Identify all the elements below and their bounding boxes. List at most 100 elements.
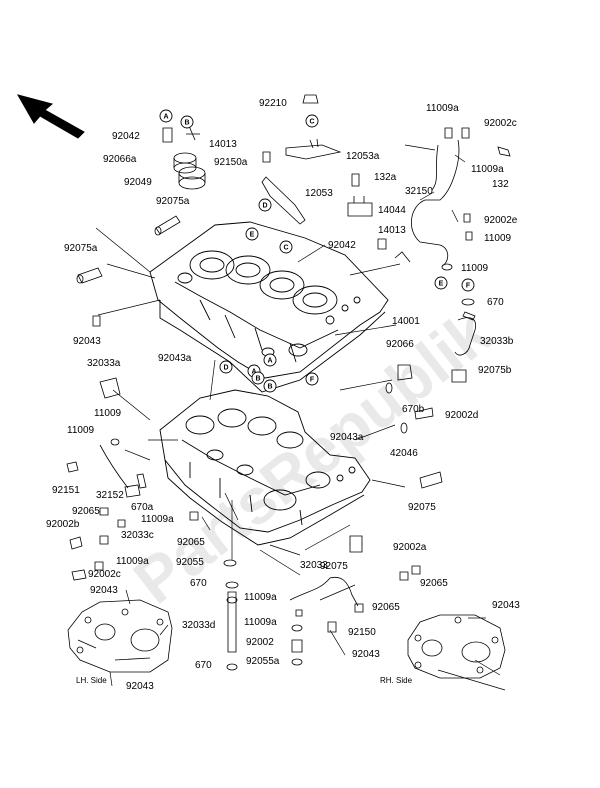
part-number-label: 11009 <box>94 408 122 419</box>
callout-b-marker: B <box>263 379 277 393</box>
part-number-label: 92043 <box>492 600 520 611</box>
svg-text:C: C <box>309 119 314 126</box>
svg-text:B: B <box>255 376 260 383</box>
part-number-label: 14013 <box>209 139 237 150</box>
callout-e-marker: E <box>245 227 259 241</box>
part-number-label: 92043a <box>330 432 364 443</box>
callout-a-marker: A <box>159 109 173 123</box>
part-number-label: 92043 <box>352 649 380 660</box>
part-number-label: 92075a <box>156 196 190 207</box>
part-number-label: 14044 <box>378 205 406 216</box>
svg-text:A: A <box>163 114 168 121</box>
part-number-label: 92043 <box>73 336 101 347</box>
part-number-label: 92065 <box>177 537 205 548</box>
svg-text:D: D <box>223 365 228 372</box>
part-number-label: 14013 <box>378 225 406 236</box>
svg-text:F: F <box>466 283 471 290</box>
part-number-label: 11009 <box>67 425 95 436</box>
svg-text:F: F <box>310 377 315 384</box>
part-number-label: 92075b <box>478 365 512 376</box>
part-number-label: 11009a <box>244 592 277 603</box>
part-number-label: 32150 <box>405 186 433 197</box>
part-number-label: 92042 <box>112 131 140 142</box>
part-number-label: 92066a <box>103 154 137 165</box>
part-number-label: 92002e <box>484 215 518 226</box>
part-number-label: 92075 <box>320 561 348 572</box>
part-number-label: 92066 <box>386 339 414 350</box>
part-number-label: 92055a <box>246 656 280 667</box>
lower-crankcase <box>159 389 371 546</box>
part-number-label: 670 <box>190 578 207 589</box>
part-number-label: 92002c <box>88 569 121 580</box>
callout-d-marker: D <box>219 360 233 374</box>
callout-f-marker: F <box>461 278 475 292</box>
svg-text:B: B <box>184 120 189 127</box>
callout-b-marker: B <box>251 371 265 385</box>
svg-text:E: E <box>250 232 255 239</box>
callout-c-marker: C <box>279 240 293 254</box>
part-number-label: 92043 <box>126 681 154 692</box>
svg-text:D: D <box>262 203 267 210</box>
part-number-label: 92049 <box>124 177 152 188</box>
part-number-label: 11009a <box>471 164 504 175</box>
part-number-label: 11009a <box>141 514 174 525</box>
part-number-label: 670 <box>487 297 504 308</box>
svg-text:A: A <box>267 358 272 365</box>
lh-side-cover <box>67 599 173 673</box>
part-number-label: 32033a <box>87 358 121 369</box>
part-number-label: 32033d <box>182 620 216 631</box>
part-number-label: 12053a <box>346 151 380 162</box>
part-number-label: 92042 <box>328 240 356 251</box>
part-number-label: 92065 <box>72 506 100 517</box>
part-number-label: 32033c <box>121 530 154 541</box>
part-number-label: 670b <box>402 404 425 415</box>
svg-text:E: E <box>439 281 444 288</box>
part-number-label: 32152 <box>96 490 124 501</box>
leader-lines <box>95 144 506 691</box>
callout-d-marker: D <box>258 198 272 212</box>
part-number-label: 92065 <box>420 578 448 589</box>
part-number-label: 132a <box>374 172 397 183</box>
part-number-label: 92002 <box>246 637 274 648</box>
part-number-label: 32033b <box>480 336 514 347</box>
part-number-label: 92043a <box>158 353 192 364</box>
part-number-label: 42046 <box>390 448 418 459</box>
part-number-label: 11009 <box>484 233 512 244</box>
part-number-label: 92002c <box>484 118 517 129</box>
part-number-label: 132 <box>492 179 509 190</box>
part-number-label: 92043 <box>90 585 118 596</box>
part-number-label: 14001 <box>392 316 420 327</box>
part-number-label: 92002d <box>445 410 479 421</box>
part-number-label: 92210 <box>259 98 287 109</box>
part-number-label: 32033 <box>300 560 328 571</box>
front-arrow-icon <box>16 94 85 139</box>
part-number-label: 92002b <box>46 519 80 530</box>
upper-crankcase <box>149 221 389 393</box>
part-number-label: 92075a <box>64 243 98 254</box>
part-number-label: 11009a <box>116 556 149 567</box>
callout-b-marker: B <box>180 115 194 129</box>
svg-text:C: C <box>283 245 288 252</box>
part-number-label: 92150a <box>214 157 248 168</box>
part-number-label: 670a <box>131 502 154 513</box>
rh-side-cover <box>407 614 506 679</box>
callout-e-marker: E <box>434 276 448 290</box>
svg-text:B: B <box>267 384 272 391</box>
part-number-label: 92075 <box>408 502 436 513</box>
part-number-label: 11009a <box>244 617 277 628</box>
callout-a-marker: A <box>263 353 277 367</box>
part-number-label: 11009 <box>461 263 489 274</box>
part-number-label: 92151 <box>52 485 80 496</box>
small-parts <box>66 94 511 671</box>
part-number-label: 92150 <box>348 627 376 638</box>
callout-c-marker: C <box>305 114 319 128</box>
part-number-label: 12053 <box>305 188 333 199</box>
part-number-label: 92055 <box>176 557 204 568</box>
part-number-label: 670 <box>195 660 212 671</box>
rh-side-label: RH. Side <box>380 676 413 685</box>
part-number-label: 11009a <box>426 103 459 114</box>
part-number-label: 92002a <box>393 542 427 553</box>
